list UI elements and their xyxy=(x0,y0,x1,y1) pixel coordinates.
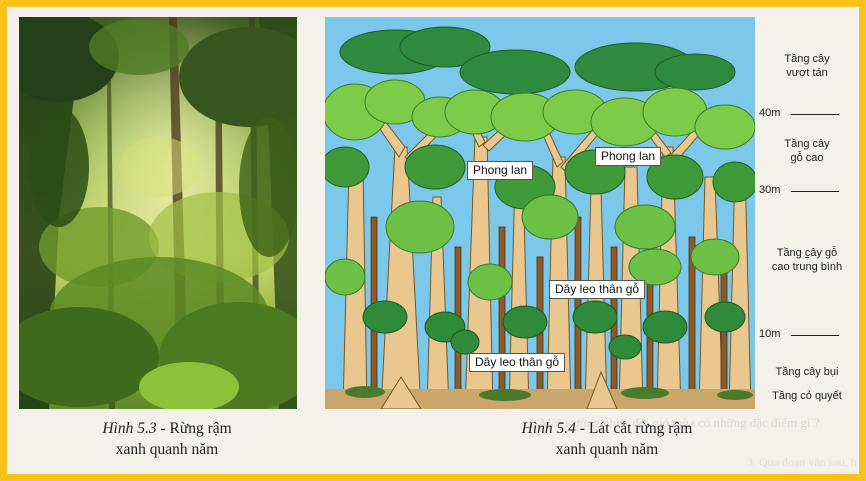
layer-cay-bui: Tầng cây bụi xyxy=(755,365,859,379)
caption-figure-5-3: Hình 5.3 - Rừng rậm xanh quanh năm xyxy=(47,418,287,460)
background-text-line-2: 3. Qua đoạn văn sau, hãy nêu một số đặc … xyxy=(747,455,857,470)
caption-5-4-line2: xanh quanh năm xyxy=(477,439,737,460)
layer-go-cao: Tầng cây gỗ cao xyxy=(755,137,859,165)
tick-10m xyxy=(791,335,839,336)
label-day-leo-upper: Dây leo thân gỗ xyxy=(549,280,645,299)
caption-5-3-figure-number: Hình 5.3 xyxy=(102,420,156,437)
height-40m: 40m xyxy=(759,106,780,120)
label-phong-lan-left: Phong lan xyxy=(467,161,533,180)
height-30m: 30m xyxy=(759,183,780,197)
rainforest-photo xyxy=(19,17,297,409)
forest-layer-scale: Tầng cây vượt tán 40m Tầng cây gỗ cao 30… xyxy=(755,17,859,409)
label-day-leo-lower: Dây leo thân gỗ xyxy=(469,353,565,372)
tick-30m xyxy=(791,191,839,192)
forest-cross-section-diagram: Phong lan Phong lan Dây leo thân gỗ Dây … xyxy=(325,17,755,409)
layer-vuot-tan: Tầng cây vượt tán xyxy=(755,52,859,80)
caption-5-4-title: - Lát cắt rừng rậm xyxy=(576,420,692,437)
label-phong-lan-right: Phong lan xyxy=(595,147,661,166)
caption-5-3-line2: xanh quanh năm xyxy=(47,439,287,460)
caption-5-4-figure-number: Hình 5.4 xyxy=(522,420,576,437)
layer-co-quyet: Tầng cỏ quyết xyxy=(755,389,859,403)
height-10m: 10m xyxy=(759,327,780,341)
caption-5-3-title: - Rừng rậm xyxy=(157,420,232,437)
layer-trung-binh: Tầng cây gỗ cao trung bình xyxy=(755,246,859,274)
tick-40m xyxy=(791,114,839,115)
caption-figure-5-4: Hình 5.4 - Lát cắt rừng rậm xanh quanh n… xyxy=(477,418,737,460)
textbook-page: 2. Môi trường nhiệt đới gió mùa có những… xyxy=(7,7,859,474)
